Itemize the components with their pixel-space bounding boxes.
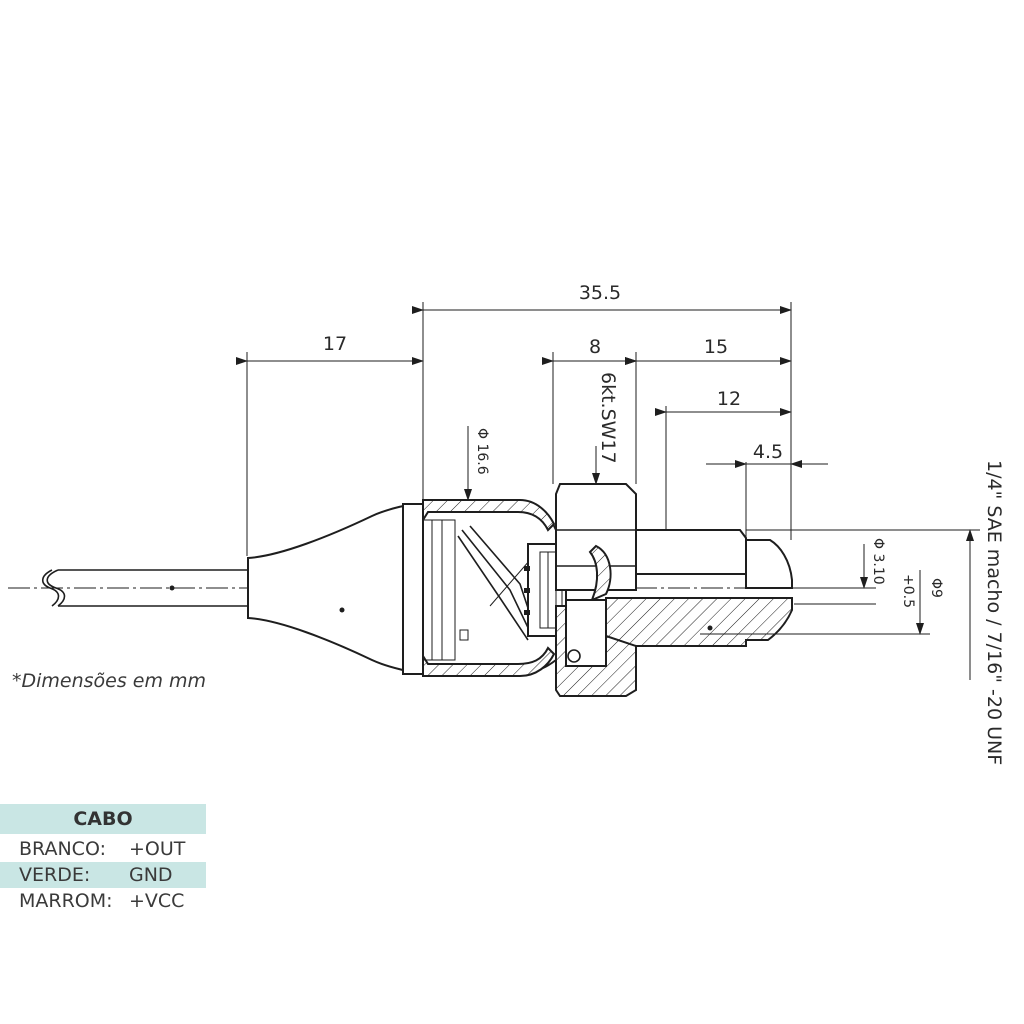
dim-thread-length: 12 <box>717 388 741 410</box>
cable-table: CABO BRANCO: +OUT VERDE: GND MARROM: +VC… <box>0 804 206 914</box>
dim-pipe-diameter: Φ9 <box>928 578 944 598</box>
dim-housing-diameter: Φ 16.6 <box>474 428 490 475</box>
dim-hex-label: 6kt.SW17 <box>597 372 619 464</box>
dim-overall: 35.5 <box>579 282 621 304</box>
cable <box>41 569 248 607</box>
cable-color-label: VERDE: <box>19 864 91 886</box>
cable-signal-label: +OUT <box>129 838 186 860</box>
cable-signal-label: GND <box>129 864 173 886</box>
sensor-housing <box>402 499 567 677</box>
cable-row-verde: VERDE: GND <box>0 862 206 888</box>
cable-signal-label: +VCC <box>129 890 185 912</box>
cable-table-title: CABO <box>0 804 206 834</box>
dim-tip-length: 4.5 <box>753 441 783 463</box>
cable-color-label: BRANCO: <box>19 838 106 860</box>
hex-fitting <box>555 483 793 697</box>
dim-pipe-tolerance: +0.5 <box>900 574 916 608</box>
dim-cable-length: 17 <box>323 333 347 355</box>
dim-hex-width: 8 <box>589 336 601 358</box>
dim-bore-diameter: Φ 3.10 <box>870 538 886 585</box>
cable-row-marrom: MARROM: +VCC <box>0 888 206 914</box>
dim-thread-spec: 1/4" SAE macho / 7/16" -20 UNF <box>983 460 1005 765</box>
cable-boot <box>247 504 404 672</box>
units-note: *Dimensões em mm <box>12 670 207 692</box>
cable-color-label: MARROM: <box>19 890 113 912</box>
dimension-labels: 35.5 17 8 15 12 4.5 6kt.SW17 Φ 16.6 Φ 3.… <box>323 282 1005 765</box>
cable-row-branco: BRANCO: +OUT <box>0 836 206 862</box>
dimension-lines <box>236 306 974 680</box>
dim-fitting-length: 15 <box>704 336 728 358</box>
